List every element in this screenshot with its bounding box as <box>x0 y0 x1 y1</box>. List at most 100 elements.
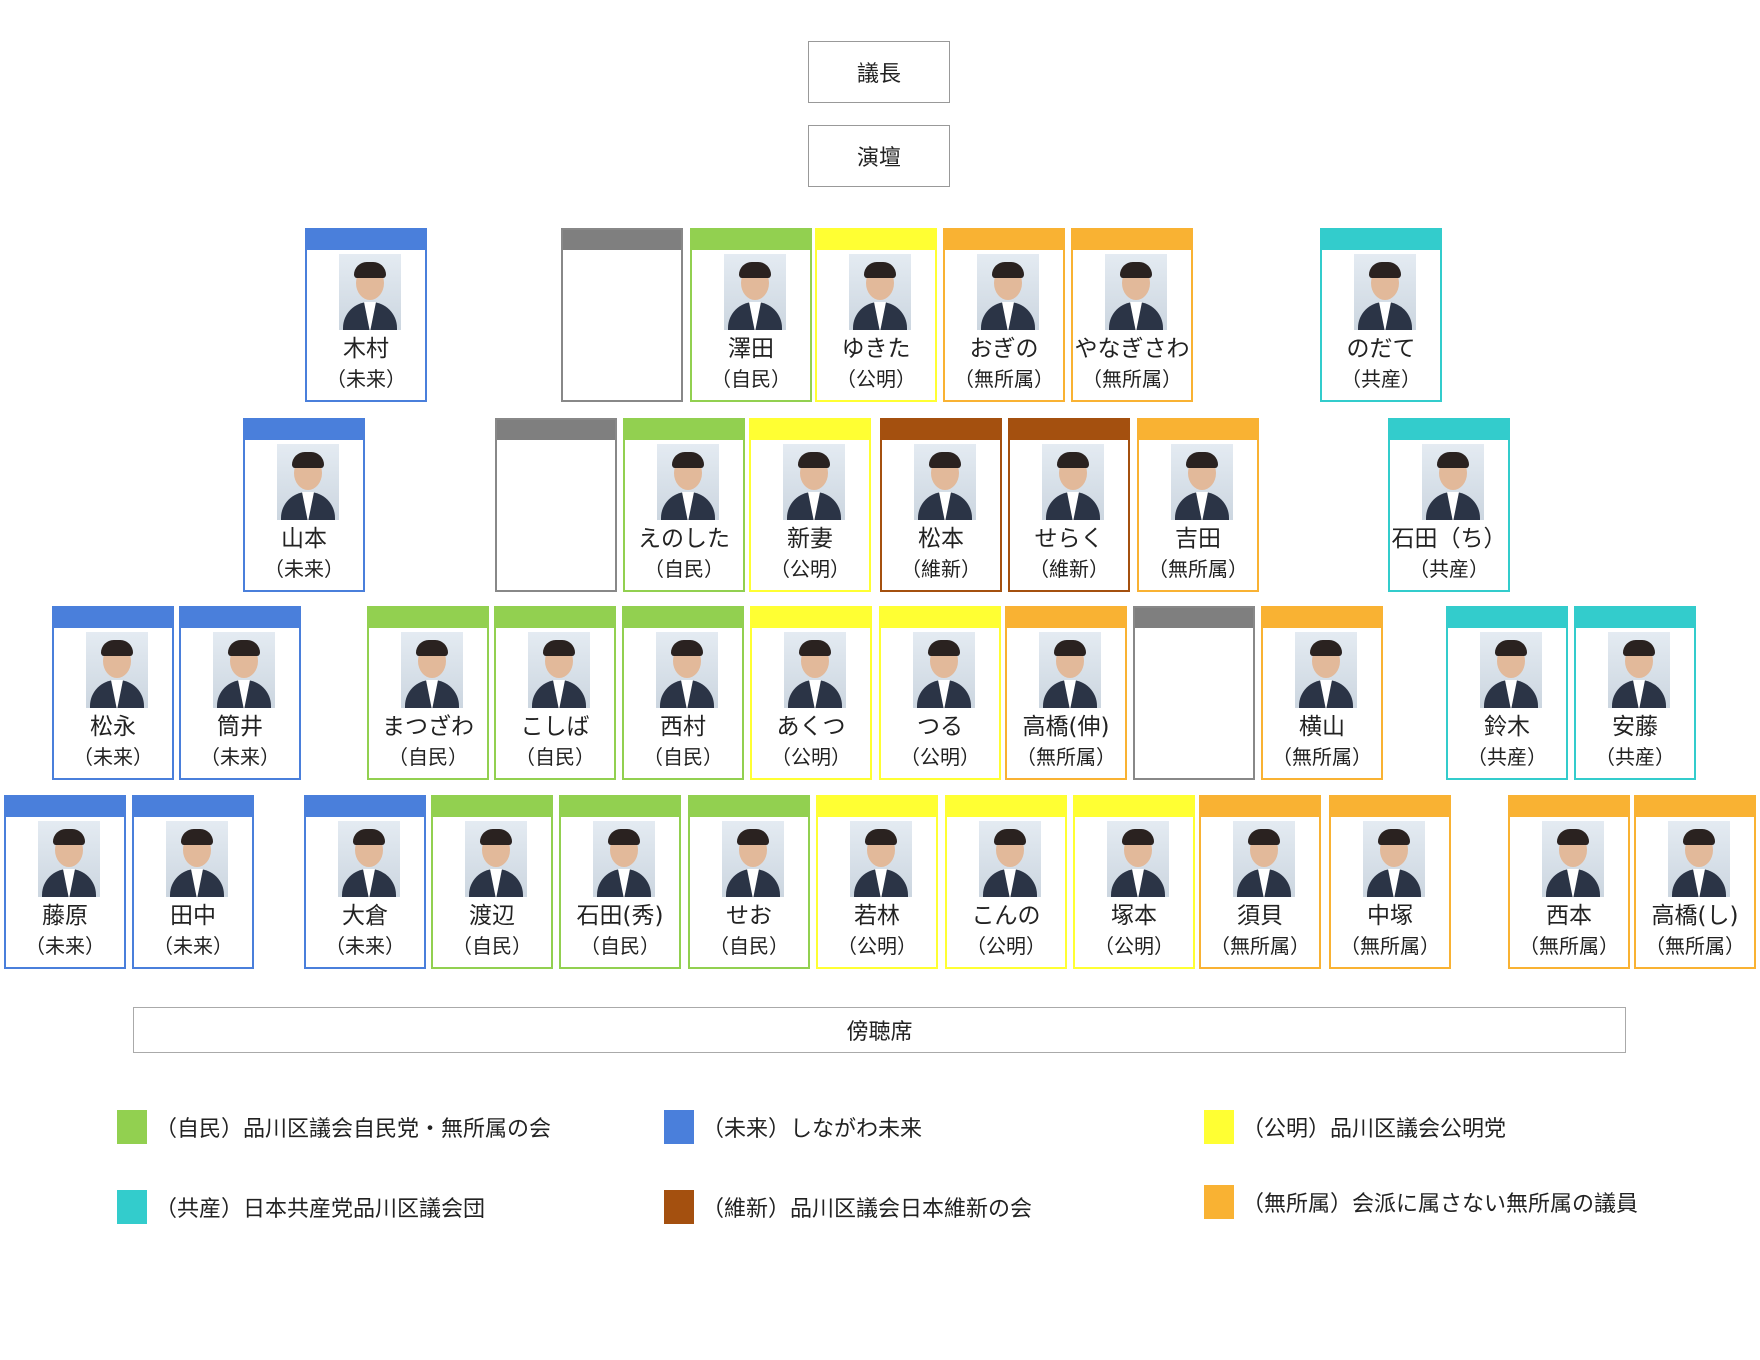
seat-party-color-bar <box>433 797 551 817</box>
member-photo <box>1295 632 1357 708</box>
seat: 松本（維新） <box>880 418 1002 592</box>
member-name: 松永 <box>90 714 136 740</box>
member-photo <box>979 821 1041 897</box>
legend-label: （維新）品川区議会日本維新の会 <box>702 1197 1033 1222</box>
seat-party-color-bar <box>752 608 870 628</box>
seat-party-color-bar <box>692 230 810 250</box>
member-name: 新妻 <box>787 526 833 552</box>
member-party: （共産） <box>1409 557 1489 581</box>
member-party: （自民） <box>644 557 724 581</box>
member-name: 藤原 <box>42 903 88 929</box>
member-photo <box>657 444 719 520</box>
member-name: おぎの <box>969 336 1039 362</box>
legend-swatch <box>664 1110 694 1144</box>
member-name: こんの <box>971 903 1041 929</box>
member-name: 田中 <box>170 903 216 929</box>
seat: やなぎさわ（無所属） <box>1071 228 1193 402</box>
member-name: 西本 <box>1546 903 1592 929</box>
member-name: 木村 <box>343 336 389 362</box>
member-photo <box>166 821 228 897</box>
legend-item-musho: （無所属）会派に属さない無所属の議員 <box>1204 1185 1638 1219</box>
seat: 田中（未来） <box>132 795 254 969</box>
seat-party-color-bar <box>881 608 999 628</box>
member-name: せお <box>726 903 772 929</box>
seat-party-color-bar <box>945 230 1063 250</box>
seat-party-color-bar <box>1139 420 1257 440</box>
member-name: 石田(秀) <box>576 903 664 929</box>
seat-party-color-bar <box>1263 608 1381 628</box>
member-name: こしば <box>520 714 590 740</box>
member-photo <box>593 821 655 897</box>
seat: あくつ（公明） <box>750 606 872 780</box>
member-name: えのした <box>638 526 730 552</box>
seat: つる（公明） <box>879 606 1001 780</box>
member-photo <box>1363 821 1425 897</box>
member-photo <box>1107 821 1169 897</box>
seat: 新妻（公明） <box>749 418 871 592</box>
member-name: 中塚 <box>1367 903 1413 929</box>
chair-box: 議長 <box>808 41 950 103</box>
seat: 渡辺（自民） <box>431 795 553 969</box>
seat-party-color-bar <box>181 608 299 628</box>
legend-swatch <box>117 1190 147 1224</box>
seat: まつざわ（自民） <box>367 606 489 780</box>
member-name: 山本 <box>281 526 327 552</box>
seat: せお（自民） <box>688 795 810 969</box>
member-party: （未来） <box>326 367 406 391</box>
member-photo <box>1354 254 1416 330</box>
seat: 山本 （未来） <box>243 418 365 592</box>
member-party: （未来） <box>200 745 280 769</box>
seat-party-color-bar <box>1448 608 1566 628</box>
member-photo <box>1542 821 1604 897</box>
member-photo <box>1105 254 1167 330</box>
seat-party-color-bar <box>1201 797 1319 817</box>
seat: 大倉（未来） <box>304 795 426 969</box>
member-photo <box>722 821 784 897</box>
member-party: （無所属） <box>1519 934 1619 958</box>
seat: 筒井（未来） <box>179 606 301 780</box>
gallery-label: 傍聴席 <box>846 1020 913 1045</box>
chair-label: 議長 <box>856 62 901 87</box>
podium-box: 演壇 <box>808 125 950 187</box>
member-photo <box>1480 632 1542 708</box>
member-party: （未来） <box>73 745 153 769</box>
seat-party-color-bar <box>1073 230 1191 250</box>
seat-party-color-bar <box>245 420 363 440</box>
seat-party-color-bar <box>563 230 681 250</box>
seat: こんの（公明） <box>945 795 1067 969</box>
member-name: まつざわ <box>382 714 474 740</box>
seat-party-color-bar <box>624 608 742 628</box>
member-name: 須貝 <box>1237 903 1283 929</box>
seat: 須貝（無所属） <box>1199 795 1321 969</box>
member-name: せらく <box>1034 526 1104 552</box>
member-party: （自民） <box>515 745 595 769</box>
member-party: （無所属） <box>1340 934 1440 958</box>
seat: 若林（公明） <box>816 795 938 969</box>
seat-party-color-bar <box>1322 230 1440 250</box>
seat: 松永 （未来） <box>52 606 174 780</box>
seat-party-color-bar <box>306 797 424 817</box>
member-party: （未来） <box>25 934 105 958</box>
legend-swatch <box>664 1190 694 1224</box>
seat: せらく（維新） <box>1008 418 1130 592</box>
legend-label: （自民）品川区議会自民党・無所属の会 <box>155 1117 552 1142</box>
member-party: （未来） <box>325 934 405 958</box>
seat-party-color-bar <box>1576 608 1694 628</box>
gallery-box: 傍聴席 <box>133 1007 1626 1053</box>
member-party: （未来） <box>264 557 344 581</box>
seat-party-color-bar <box>817 230 935 250</box>
seat-party-color-bar <box>54 608 172 628</box>
member-photo <box>1171 444 1233 520</box>
member-party: （無所属） <box>1148 557 1248 581</box>
seat: のだて（共産） <box>1320 228 1442 402</box>
member-name: 高橋(し) <box>1651 903 1739 929</box>
seat-vacant <box>1133 606 1255 780</box>
seat: ゆきた（公明） <box>815 228 937 402</box>
member-photo <box>977 254 1039 330</box>
seat: 石田（ち）（共産） <box>1388 418 1510 592</box>
member-photo <box>849 254 911 330</box>
seat-party-color-bar <box>1010 420 1128 440</box>
member-photo <box>914 444 976 520</box>
member-name: 若林 <box>854 903 900 929</box>
member-party: （公明） <box>1094 934 1174 958</box>
